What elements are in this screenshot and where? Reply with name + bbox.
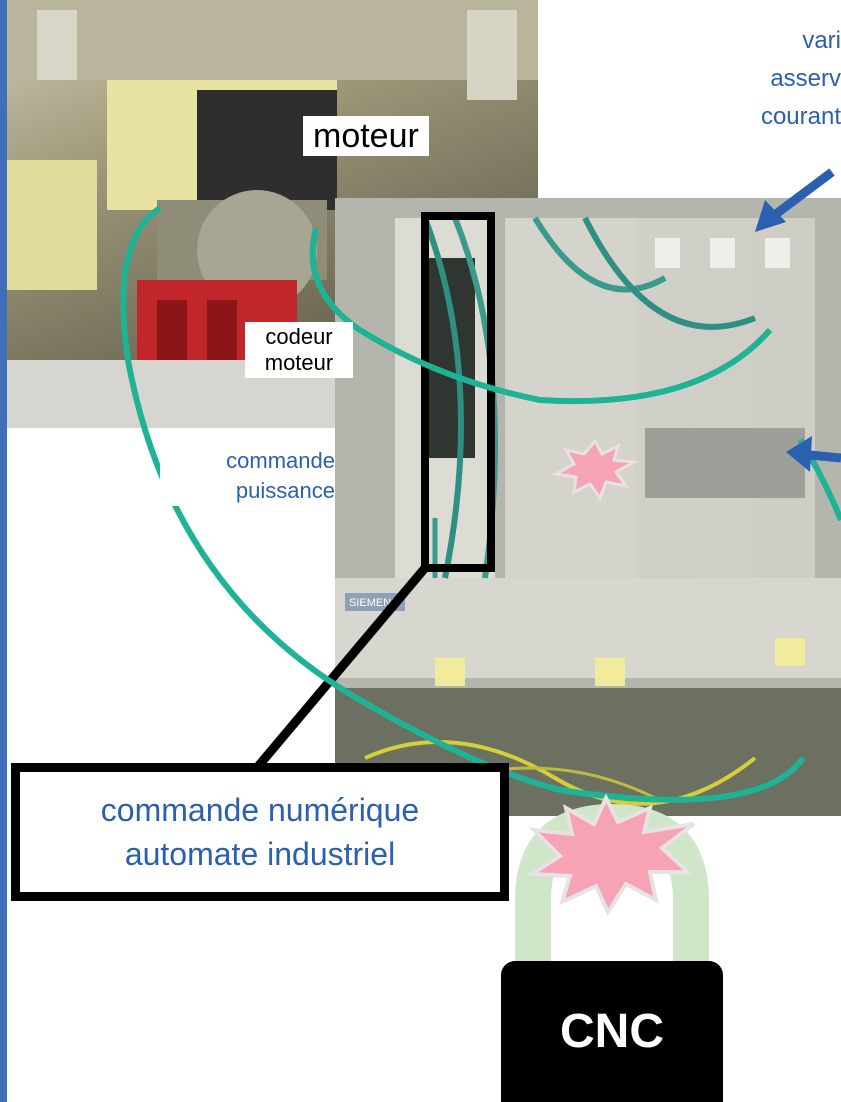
power-command-label: commande puissance [160, 446, 335, 506]
variateur-arrow [755, 168, 835, 232]
encoder-arrow [786, 436, 841, 472]
cnc-plc-line1: commande numérique [100, 792, 420, 828]
encoder-label-line1: codeur [265, 324, 333, 349]
left-accent-bar [0, 0, 7, 1102]
cnc-plc-line2: automate industriel [124, 836, 396, 872]
cnc-label: CNC [560, 1005, 664, 1058]
encoder-label-line2: moteur [264, 350, 334, 375]
drive-label-line1: vari [802, 27, 841, 54]
motor-label: moteur [303, 116, 429, 156]
cnc-padlock-body: CNC [501, 961, 723, 1102]
power-command-line2: puissance [235, 478, 335, 503]
power-command-line1: commande [226, 448, 335, 473]
siemens-photo-label: SIEMENS [349, 597, 399, 609]
drive-cabinet-art: SIEMENS [335, 198, 841, 816]
burst-small [551, 438, 639, 502]
cnc-plc-box: commande numérique automate industriel [11, 763, 509, 901]
cn-pointer-line [251, 565, 429, 773]
power-cable [120, 205, 806, 803]
drive-label-line3: courant [760, 103, 841, 130]
burst-large [525, 793, 696, 917]
encoder-label: codeur moteur [245, 322, 353, 378]
cn-module-outline [421, 212, 495, 572]
drive-label: vari asserv courant [690, 22, 841, 136]
drive-cabinet-photo: SIEMENS [335, 198, 841, 816]
encoder-cable [309, 227, 773, 405]
drive-label-line2: asserv [770, 65, 841, 92]
